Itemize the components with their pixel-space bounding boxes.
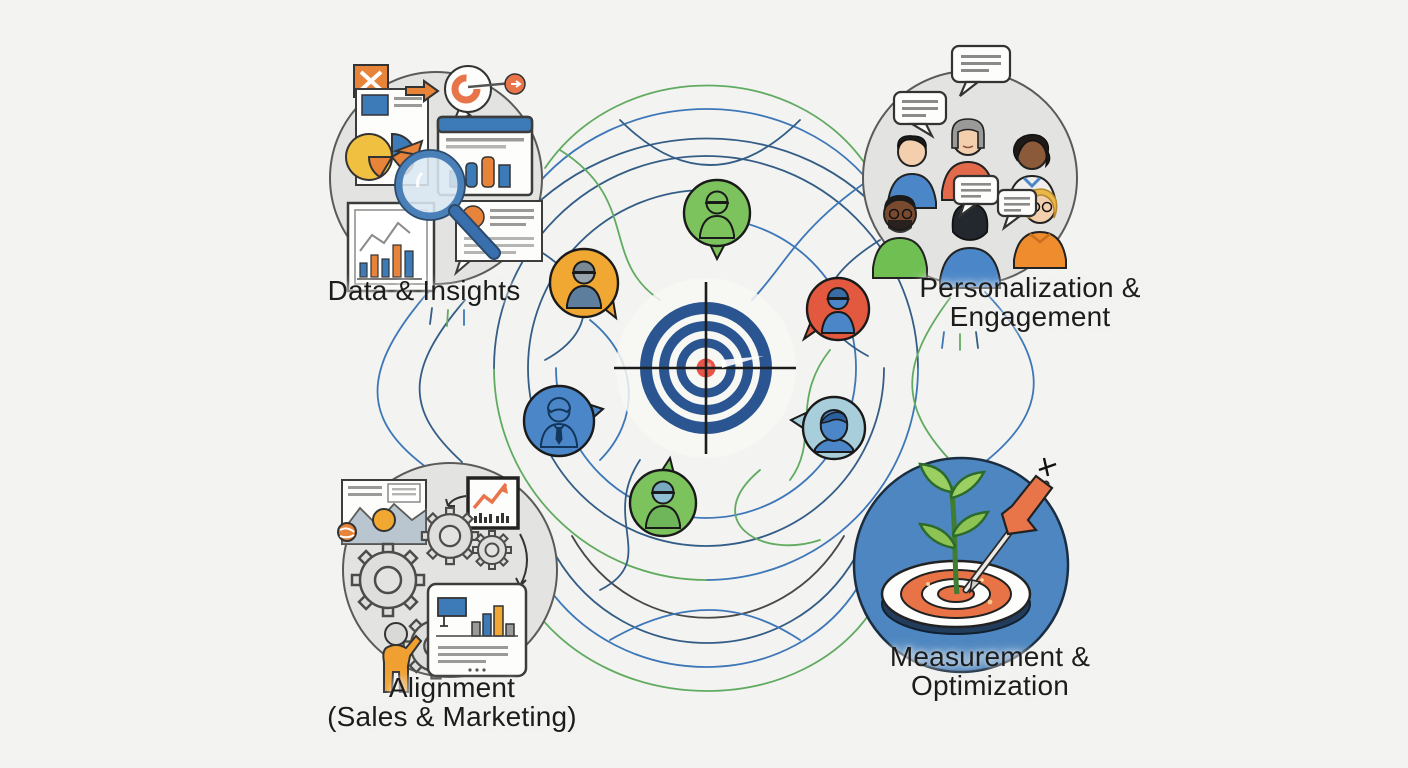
label-line: Personalization & [919, 272, 1141, 303]
bar-chart-window-icon [426, 582, 528, 678]
speech-bubble-icon [996, 188, 1038, 231]
speech-bubble-icon [952, 174, 1000, 219]
measurement-illustration [852, 456, 1070, 674]
growth-chart-frame-icon [445, 476, 528, 587]
alignment-illustration [337, 462, 558, 693]
label-line: Engagement [949, 300, 1111, 332]
right-arrow-icon [405, 79, 440, 103]
person-cap-icon [566, 260, 602, 309]
gear-icon [472, 530, 512, 570]
person-suit-icon [540, 397, 578, 448]
bar-chart-document-icon [346, 201, 436, 293]
person-face-icon [814, 408, 854, 453]
lens-flare [721, 356, 764, 368]
audience-avatar-lower-left [522, 384, 605, 458]
person-front-center [939, 203, 1001, 289]
area-chart-document-icon [337, 479, 427, 545]
speech-bubble-icon [892, 90, 948, 139]
audience-avatar-top [682, 178, 752, 262]
person-front-left [872, 195, 928, 279]
speech-bubble-icon [950, 44, 1012, 97]
label-alignment: Alignment (Sales & Marketing) [302, 672, 602, 732]
label-line: Optimization [910, 669, 1069, 701]
gear-icon [420, 506, 480, 566]
target-pin-bubble-icon [444, 65, 526, 123]
person-cap-icon [699, 190, 735, 239]
dart-arrow-icon [962, 457, 1057, 595]
audience-avatar-bottom [628, 455, 698, 538]
label-line: Alignment [388, 672, 516, 703]
label-data-insights: Data & Insights [264, 275, 584, 306]
gear-icon [350, 542, 426, 618]
label-line: (Sales & Marketing) [327, 700, 577, 732]
audience-avatar-lower-right [788, 395, 867, 461]
crosshair-icon [614, 282, 796, 454]
personalization-illustration [862, 44, 1078, 289]
magnifier-icon [394, 149, 501, 260]
label-line: Data & Insights [327, 275, 521, 306]
data-insights-illustration [329, 64, 543, 293]
label-line: Measurement & [889, 641, 1091, 672]
audience-avatar-upper-left [548, 247, 620, 321]
person-cap-icon [645, 480, 681, 529]
label-measurement-optimization: Measurement & Optimization [840, 641, 1140, 701]
person-cap-icon [821, 287, 855, 334]
label-personalization-engagement: Personalization & Engagement [880, 272, 1180, 332]
center-bullseye [614, 278, 796, 458]
person-figure-icon [382, 622, 423, 693]
sprout-plant-icon [917, 462, 991, 595]
person-back-left [887, 135, 937, 209]
audience-avatar-upper-right [801, 276, 871, 342]
